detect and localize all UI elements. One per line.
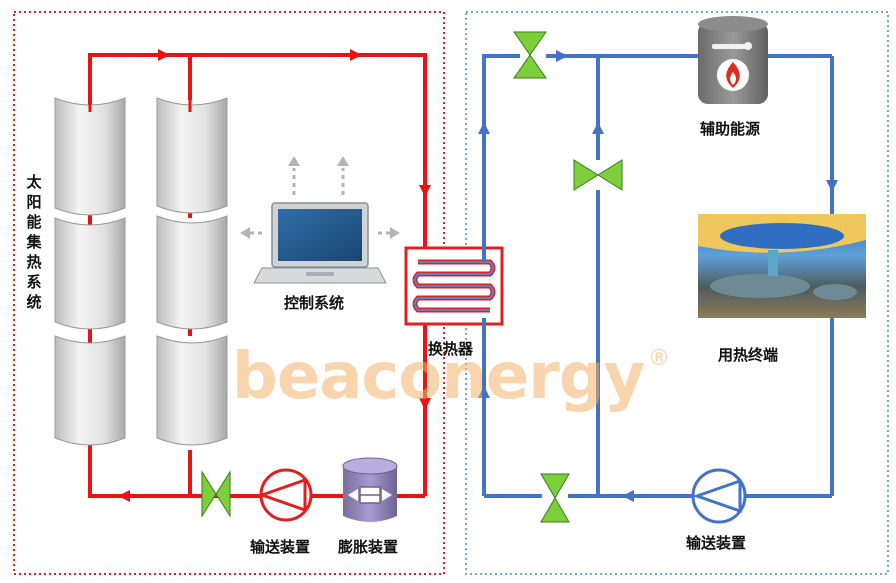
signal-arrowheads bbox=[240, 156, 400, 239]
valve-middle-icon bbox=[573, 159, 623, 191]
laptop-icon bbox=[253, 202, 387, 284]
pump-right-label: 输送装置 bbox=[686, 534, 747, 552]
valve-left-icon bbox=[201, 470, 231, 518]
valve-bottom-icon bbox=[540, 473, 570, 523]
heat-exchanger-label: 换热器 bbox=[428, 340, 474, 358]
watermark-registered: ® bbox=[648, 346, 670, 371]
signal-arrows bbox=[250, 168, 390, 235]
pump-left-label: 输送装置 bbox=[250, 538, 311, 556]
cold-loop-arrows bbox=[478, 50, 838, 502]
cold-loop-pipes bbox=[482, 54, 834, 498]
pool-image bbox=[698, 214, 866, 318]
pump-right-icon bbox=[691, 468, 747, 524]
boiler-icon bbox=[698, 16, 768, 104]
solar-system-label: 太阳能集热系统 bbox=[26, 173, 42, 311]
aux-energy-label: 辅助能源 bbox=[700, 120, 761, 138]
hot-loop-arrows bbox=[118, 49, 431, 502]
watermark-logo: beaconergy bbox=[232, 340, 645, 414]
control-system-label: 控制系统 bbox=[284, 294, 345, 312]
expansion-tank-icon bbox=[342, 457, 398, 522]
heat-terminal-label: 用热终端 bbox=[718, 346, 779, 364]
heat-exchanger-icon bbox=[404, 246, 504, 326]
valve-top-icon bbox=[513, 31, 547, 79]
solar-collector-tubes bbox=[54, 97, 228, 446]
pump-left-icon bbox=[257, 468, 313, 522]
expansion-label: 膨胀装置 bbox=[338, 538, 399, 556]
